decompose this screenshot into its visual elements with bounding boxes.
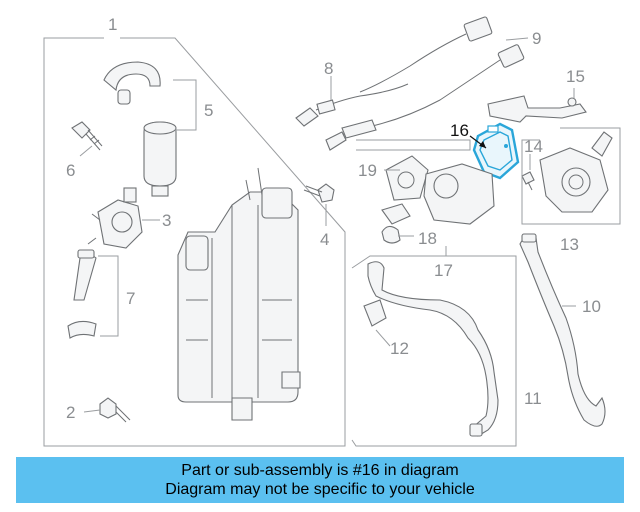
hose-7-part [67,249,97,339]
leader-9 [505,37,529,41]
parts-diagram: 1 2 3 4 5 6 7 8 9 10 11 12 13 14 15 16 1… [43,15,621,447]
leader-6 [79,145,93,157]
callout-4: 4 [320,230,329,249]
valve-3-part [87,187,143,249]
callout-8: 8 [324,59,333,78]
sensor-9-part [325,16,525,151]
callout-11: 11 [524,389,542,408]
banner-line-2: Diagram may not be specific to your vehi… [165,481,475,498]
bolt-4-part [303,183,335,203]
callout-15: 15 [566,67,585,86]
callout-12: 12 [390,339,409,358]
screw-14-part [521,171,535,191]
pipe-11-part [363,261,499,437]
callout-3: 3 [162,211,171,230]
bolt-6-part [71,121,103,151]
sensor-8-part [295,83,409,127]
part-16-highlighted [472,122,520,180]
group-box-13 [521,127,621,225]
callout-7: 7 [126,289,135,308]
callout-2: 2 [66,403,75,422]
leader-2 [83,409,101,413]
bracket-15-part [487,95,587,123]
leader-7 [98,255,119,337]
bolt-2-part [99,397,131,423]
callout-5: 5 [204,101,213,120]
callout-18: 18 [418,229,437,248]
callout-17: 17 [434,261,453,280]
callout-9: 9 [532,29,541,48]
group-box-11 [351,255,517,447]
group-box-1 [43,37,346,447]
leader-5 [173,79,197,131]
callout-6: 6 [66,161,75,180]
egr-assembly-part [381,155,495,244]
callout-1: 1 [108,15,117,34]
callout-19: 19 [358,161,377,180]
callout-13: 13 [560,235,579,254]
leader-12 [375,329,391,347]
callout-16: 16 [450,121,469,140]
callout-10: 10 [582,297,601,316]
callout-14: 14 [524,137,543,156]
filter-part [103,61,177,197]
valve-13-part [539,131,613,213]
canister-part [177,167,301,421]
banner-line-1: Part or sub-assembly is #16 in diagram [181,462,459,479]
leader-16-arrow [479,141,486,148]
hose-10-part [519,233,606,427]
group-box-17 [356,139,471,151]
info-banner: Part or sub-assembly is #16 in diagram D… [16,457,624,503]
